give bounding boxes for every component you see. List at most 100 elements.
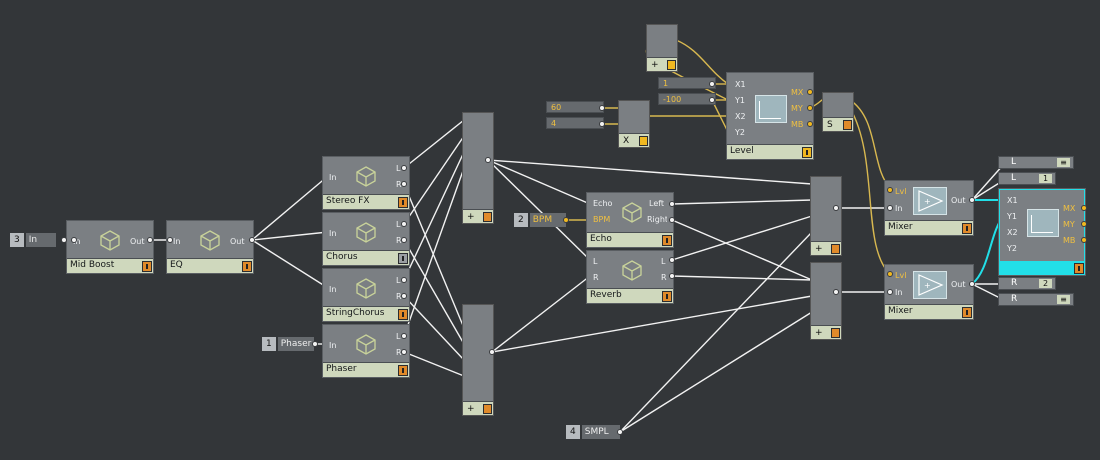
port-jack[interactable] [1081,237,1087,243]
port-jack[interactable] [401,165,407,171]
chorus-module[interactable]: In L R Chorus [322,212,410,266]
module-menu-icon[interactable] [802,147,812,158]
port-jack[interactable] [807,89,813,95]
input-node-smpl[interactable]: 4 SMPL [566,425,620,439]
port-jack[interactable] [312,341,318,347]
s-module[interactable]: S [822,92,854,132]
module-menu-icon[interactable] [483,404,492,414]
port-jack[interactable] [1081,205,1087,211]
port-jack[interactable] [167,237,173,243]
port-jack[interactable] [807,105,813,111]
level-xy-module[interactable]: X1 Y1 X2 Y2 MX MY MB Level [726,72,814,160]
constant-60[interactable]: 60 [546,101,604,113]
port-jack[interactable] [401,221,407,227]
port-jack[interactable] [563,217,569,223]
port-jack[interactable] [887,271,893,277]
port-jack[interactable] [401,237,407,243]
port-jack[interactable] [887,205,893,211]
input-label: In [25,233,56,247]
port-jack[interactable] [401,277,407,283]
module-menu-icon[interactable] [398,365,408,376]
port-jack[interactable] [833,205,839,211]
constant-1[interactable]: 1 [658,77,716,89]
cable [251,231,329,241]
module-menu-icon[interactable] [662,291,672,302]
port-jack[interactable] [485,157,491,163]
output-l-top[interactable]: L ≡ [998,156,1074,169]
port-label-out: Out [951,196,966,205]
port-jack[interactable] [249,237,255,243]
port-jack[interactable] [1081,221,1087,227]
reverb-module[interactable]: L R L R Reverb [586,250,674,304]
module-menu-icon[interactable] [398,197,408,208]
input-node-phaser[interactable]: 1 Phaser [262,337,315,351]
port-jack[interactable] [669,217,675,223]
cube-icon [356,166,376,187]
port-jack[interactable] [709,81,715,87]
port-jack[interactable] [147,237,153,243]
svg-text:+: + [924,281,931,290]
output-r-2[interactable]: R 2 [998,277,1056,290]
port-jack[interactable] [617,429,623,435]
port-jack[interactable] [669,273,675,279]
module-menu-icon[interactable] [242,261,252,272]
phaser-module[interactable]: In L R Phaser [322,324,410,378]
adder-module-3[interactable]: + [810,176,842,256]
module-menu-icon[interactable] [398,309,408,320]
adder-module-4[interactable]: + [810,262,842,340]
eq-module[interactable]: In Out EQ [166,220,254,274]
module-menu-icon[interactable] [662,235,672,246]
mid-boost-module[interactable]: In Out Mid Boost [66,220,154,274]
port-jack[interactable] [887,187,893,193]
module-menu-icon[interactable] [962,307,972,318]
module-menu-icon[interactable] [962,223,972,234]
input-node-in[interactable]: 3 In [10,233,56,247]
module-menu-icon[interactable] [831,244,840,254]
stereo-fx-module[interactable]: In L R Stereo FX [322,156,410,210]
module-menu-icon[interactable] [667,60,676,70]
port-jack[interactable] [401,181,407,187]
port-jack[interactable] [71,237,77,243]
port-jack[interactable] [401,333,407,339]
module-menu-icon[interactable] [398,253,408,264]
module-menu-icon[interactable] [142,261,152,272]
port-jack[interactable] [599,105,605,111]
adder-module-2[interactable]: + [462,304,494,416]
module-menu-icon[interactable] [1074,263,1084,274]
port-jack[interactable] [709,97,715,103]
module-menu-icon[interactable] [639,136,648,146]
input-label: Phaser [277,337,315,351]
echo-module[interactable]: Echo BPM Left Right Echo [586,192,674,248]
port-jack[interactable] [489,349,495,355]
module-menu-icon[interactable] [483,212,492,222]
port-jack[interactable] [833,289,839,295]
port-jack[interactable] [887,289,893,295]
port-jack[interactable] [401,293,407,299]
input-number: 2 [514,213,528,227]
string-chorus-module[interactable]: In L R StringChorus [322,268,410,322]
adder-module-1[interactable]: + [462,112,494,224]
output-r-bottom[interactable]: R ≡ [998,293,1074,306]
port-jack[interactable] [969,197,975,203]
port-jack[interactable] [401,349,407,355]
multiply-module[interactable]: X [618,100,650,148]
input-node-bpm[interactable]: 2 BPM [514,213,566,227]
port-jack[interactable] [669,257,675,263]
mixer-module-2[interactable]: Lvl In Out + Mixer [884,264,974,320]
output-l-1[interactable]: L 1 [998,172,1056,185]
port-label-in: In [329,285,337,294]
port-jack[interactable] [969,281,975,287]
constant-minus-100[interactable]: -100 [658,93,716,105]
constant-4[interactable]: 4 [546,117,604,129]
adder-module-top[interactable]: + [646,24,678,72]
port-jack[interactable] [61,237,67,243]
cable [487,159,591,261]
mixer-module-1[interactable]: Lvl In Out + Mixer [884,180,974,236]
port-jack[interactable] [807,121,813,127]
module-menu-icon[interactable] [843,120,852,130]
xy-output-module[interactable]: X1 Y1 X2 Y2 MX MY MB [998,188,1086,276]
module-menu-icon[interactable] [831,328,840,338]
port-jack[interactable] [669,201,675,207]
port-jack[interactable] [599,121,605,127]
